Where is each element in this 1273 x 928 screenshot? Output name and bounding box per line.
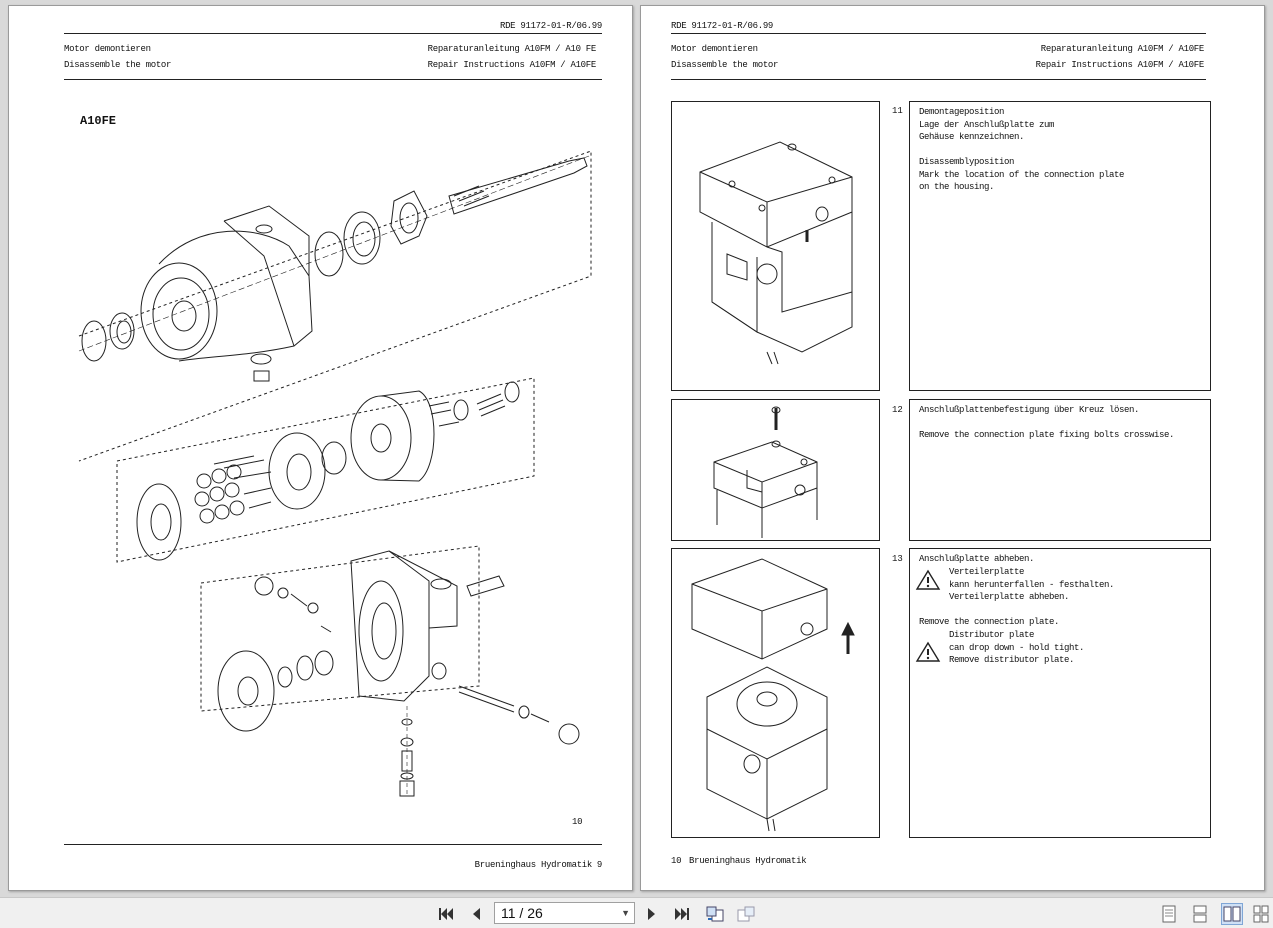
- doc-code: RDE 91172-01-R/06.99: [499, 21, 602, 31]
- header-right-de: Reparaturanleitung A10FM / A10FE: [1040, 44, 1205, 54]
- header-right-en: Repair Instructions A10FM / A10FE: [1035, 60, 1205, 70]
- step-11-text: Demontageposition Lage der Anschlußplatt…: [919, 107, 1125, 192]
- continuous-view-button[interactable]: [1189, 903, 1211, 925]
- step-12-number: 12: [892, 405, 903, 415]
- doc-code: RDE 91172-01-R/06.99: [671, 21, 774, 31]
- footer-company: Brueninghaus Hydromatik: [474, 860, 593, 870]
- header-right-de: Reparaturanleitung A10FM / A10 FE: [427, 44, 597, 54]
- document-page-left: RDE 91172-01-R/06.99 Motor demontieren D…: [8, 5, 633, 891]
- first-page-icon: [439, 908, 453, 920]
- connection-plate-drawing: [699, 141, 853, 365]
- single-page-view-icon: [1162, 905, 1176, 923]
- header-left-en: Disassemble the motor: [671, 60, 779, 70]
- header-left-en: Disassemble the motor: [64, 60, 172, 70]
- header-rule-top: [64, 33, 602, 34]
- step-13-text-frame: Anschlußplatte abheben. Verteilerplatte …: [909, 548, 1211, 838]
- warning-icon: [915, 641, 941, 662]
- page-number-field[interactable]: 11 / 26 ▼: [494, 902, 635, 924]
- rotate-forward-button[interactable]: [736, 904, 756, 924]
- continuous-facing-view-button[interactable]: [1251, 903, 1271, 925]
- rotate-forward-icon: [737, 906, 755, 922]
- header-rule-bottom: [671, 79, 1206, 80]
- header-right-en: Repair Instructions A10FM / A10FE: [427, 60, 597, 70]
- next-page-button[interactable]: [642, 904, 662, 924]
- step-12-image-frame: [671, 399, 880, 541]
- step-13-warning-de: Verteilerplatte kann herunterfallen - fe…: [949, 567, 1115, 602]
- step-13-text-de: Anschlußplatte abheben.: [919, 554, 1035, 564]
- chevron-down-icon[interactable]: ▼: [621, 908, 630, 918]
- step-11-text-frame: Demontageposition Lage der Anschlußplatt…: [909, 101, 1211, 391]
- rotate-back-icon: [706, 906, 724, 922]
- header-rule-top: [671, 33, 1206, 34]
- viewer-toolbar: 11 / 26 ▼: [0, 897, 1273, 928]
- page-field-value: 11 / 26: [501, 905, 543, 921]
- next-page-icon: [648, 908, 655, 920]
- lift-plate-drawing: [691, 558, 855, 832]
- last-page-icon: [675, 908, 689, 920]
- step-11-image-frame: [671, 101, 880, 391]
- facing-view-icon: [1223, 906, 1241, 922]
- single-page-view-button[interactable]: [1158, 903, 1180, 925]
- page-number: 10: [671, 856, 682, 866]
- document-page-right: RDE 91172-01-R/06.99 Motor demontieren D…: [640, 5, 1265, 891]
- figure-title: A10FE: [80, 114, 117, 128]
- step-13-number: 13: [892, 554, 903, 564]
- continuous-view-icon: [1193, 905, 1207, 923]
- exploded-view-drawing: [78, 150, 592, 797]
- facing-view-button[interactable]: [1221, 903, 1243, 925]
- footer-company: Brueninghaus Hydromatik: [689, 856, 807, 866]
- step-13-image-frame: [671, 548, 880, 838]
- fixing-bolts-drawing: [713, 406, 818, 538]
- first-page-button[interactable]: [436, 904, 456, 924]
- last-page-button[interactable]: [672, 904, 692, 924]
- warning-icon: [915, 569, 941, 590]
- prev-page-button[interactable]: [466, 904, 486, 924]
- prev-page-icon: [473, 908, 480, 920]
- header-left-de: Motor demontieren: [671, 44, 758, 54]
- footer-rule: [64, 844, 602, 845]
- step-13-warning-en: Distributor plate can drop down - hold t…: [949, 630, 1085, 665]
- rotate-back-button[interactable]: [705, 904, 725, 924]
- step-12-text-frame: Anschlußplattenbefestigung über Kreuz lö…: [909, 399, 1211, 541]
- step-12-text: Anschlußplattenbefestigung über Kreuz lö…: [919, 405, 1175, 440]
- page-number: 9: [596, 860, 602, 870]
- step-11-number: 11: [892, 106, 903, 116]
- header-left-de: Motor demontieren: [64, 44, 151, 54]
- figure-number: 10: [572, 817, 583, 827]
- continuous-facing-view-icon: [1253, 905, 1269, 923]
- step-13-text-en: Remove the connection plate.: [919, 617, 1060, 627]
- header-rule-bottom: [64, 79, 602, 80]
